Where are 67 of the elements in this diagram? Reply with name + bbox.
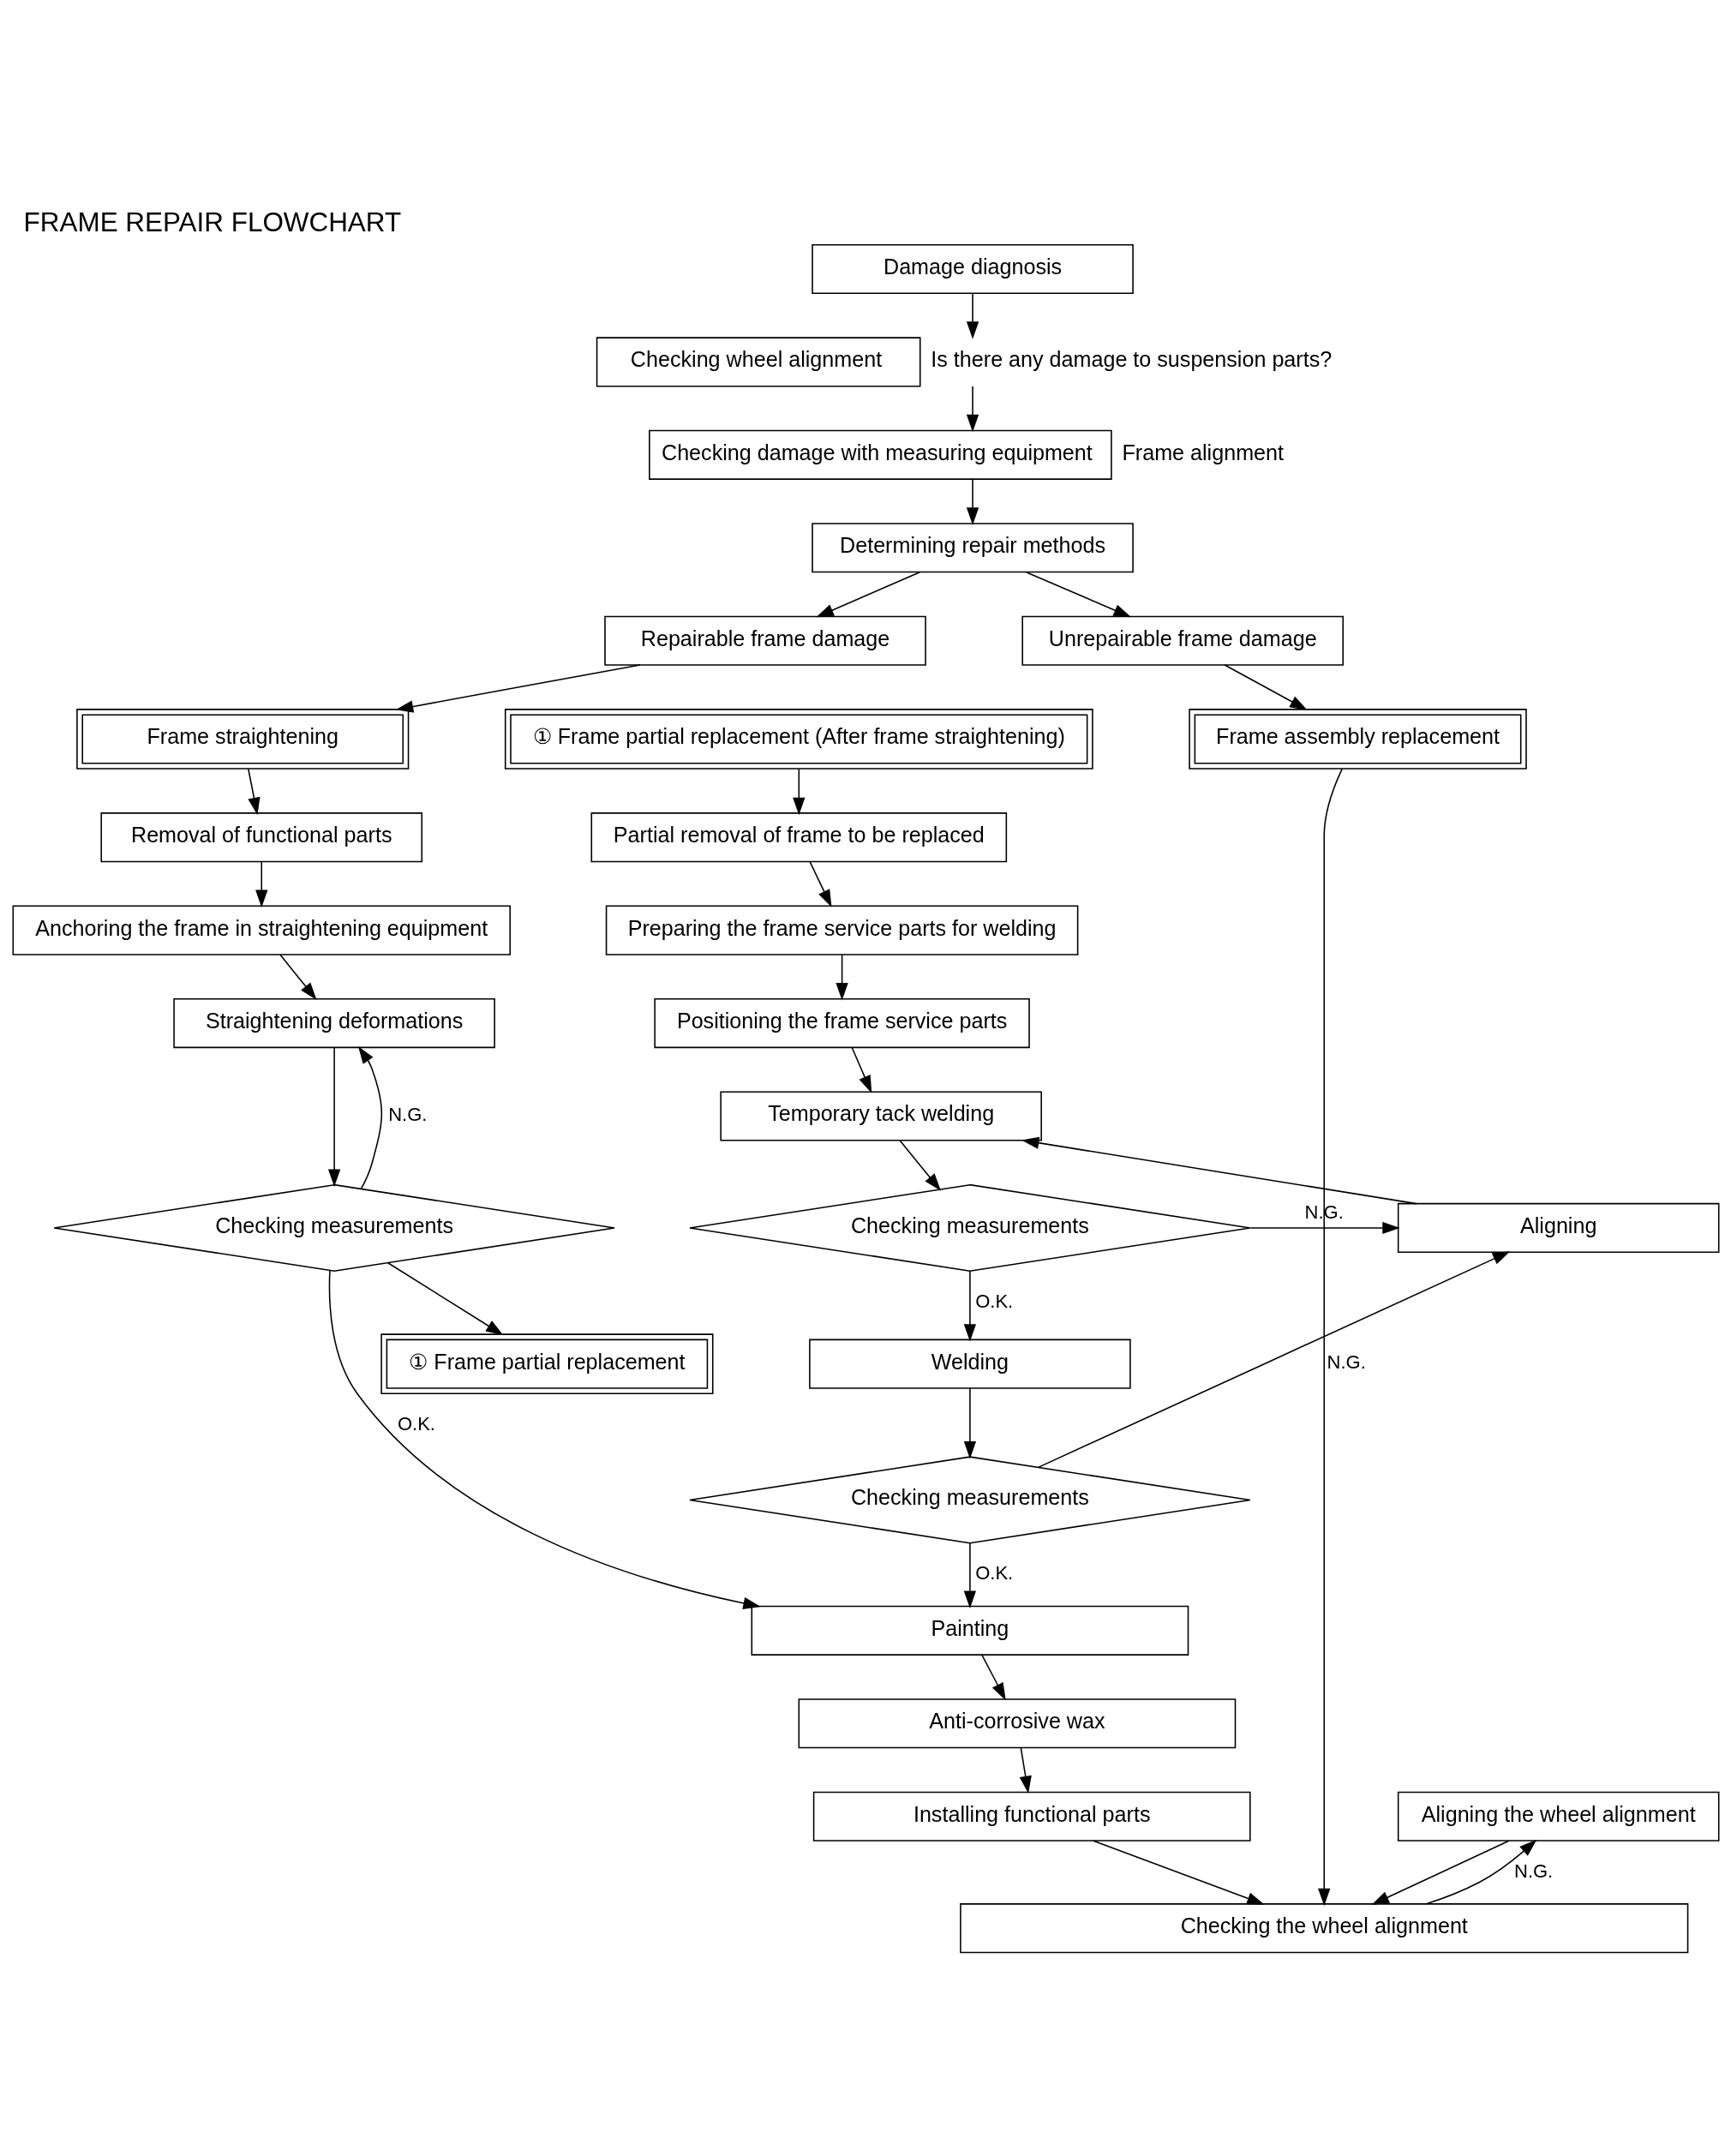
edge-label: N.G. [387,1103,427,1125]
node-box: Anti-corrosive wax [798,1698,1236,1748]
node-box: Frame straightening [75,708,409,770]
arrow [966,292,979,339]
node-label: Frame alignment [1122,440,1284,464]
node-box: Temporary tack welding [719,1090,1042,1141]
node-box: Repairable frame damage [603,615,926,666]
arrow [1223,663,1308,710]
arrow [386,1261,503,1335]
arrow [1249,1221,1400,1234]
arrow [1425,1839,1536,1905]
arrow [963,1542,976,1608]
node-box: Unrepairable frame damage [1021,615,1344,666]
arrow [835,954,848,1000]
edge-label: O.K. [397,1412,435,1434]
node-box: Aligning [1397,1202,1719,1253]
arrow [247,768,260,815]
arrow [255,860,267,907]
arrow [1019,1746,1032,1794]
node-box: Painting [751,1605,1189,1656]
arrow [1037,1250,1510,1468]
node-box: Straightening deformations [172,997,495,1048]
arrow [1371,1840,1509,1905]
node-diamond: Checking measurements [688,1183,1251,1272]
edge-label: O.K. [974,1561,1013,1584]
node-box: Preparing the frame service parts for welding [605,905,1078,955]
arrow [851,1046,871,1093]
diagram-title: FRAME REPAIR FLOWCHART [23,207,401,237]
node-box: Installing functional parts [812,1791,1251,1842]
arrow [815,571,920,617]
node-box: ① Frame partial replacement (After frame straightening) [504,708,1093,770]
node-box: Checking damage with measuring equipment [648,429,1112,480]
arrow [898,1139,941,1191]
node-box: Frame assembly replacement [1188,708,1527,770]
arrow [328,1269,761,1609]
node-diamond: Checking measurements [52,1183,615,1272]
arrow [963,1270,976,1342]
edge-label: N.G. [1513,1860,1553,1882]
arrow [966,478,979,525]
node-label: Is there any damage to suspension parts? [930,346,1332,371]
arrow [963,1387,976,1458]
arrow [395,663,641,713]
arrow [808,860,832,907]
node-box: Checking wheel alignment [596,336,921,386]
node-box: Anchoring the frame in straightening equipment [12,905,511,955]
node-box: Partial removal of frame to be replaced [590,811,1007,862]
node-diamond: Checking measurements [688,1455,1251,1543]
arrow [966,385,979,432]
arrow [1025,571,1131,617]
arrow [792,768,805,815]
node-box: Positioning the frame service parts [653,997,1030,1048]
arrow [1092,1839,1265,1905]
node-box: Checking the wheel alignment [959,1902,1688,1953]
arrow [1317,767,1343,1906]
node-box: Welding [808,1339,1131,1389]
node-box: Determining repair methods [811,522,1134,572]
arrow [357,1045,382,1189]
node-box: ① Frame partial replacement [380,1333,713,1394]
arrow [279,954,317,1000]
arrow [980,1654,1006,1700]
arrow [327,1046,340,1187]
node-box: Aligning the wheel alignment [1397,1791,1719,1842]
arrow [1021,1136,1417,1204]
node-box: Removal of functional parts [99,811,422,862]
node-box: Damage diagnosis [811,243,1134,294]
edge-label: N.G. [1327,1350,1366,1373]
edge-label: O.K. [974,1290,1013,1312]
